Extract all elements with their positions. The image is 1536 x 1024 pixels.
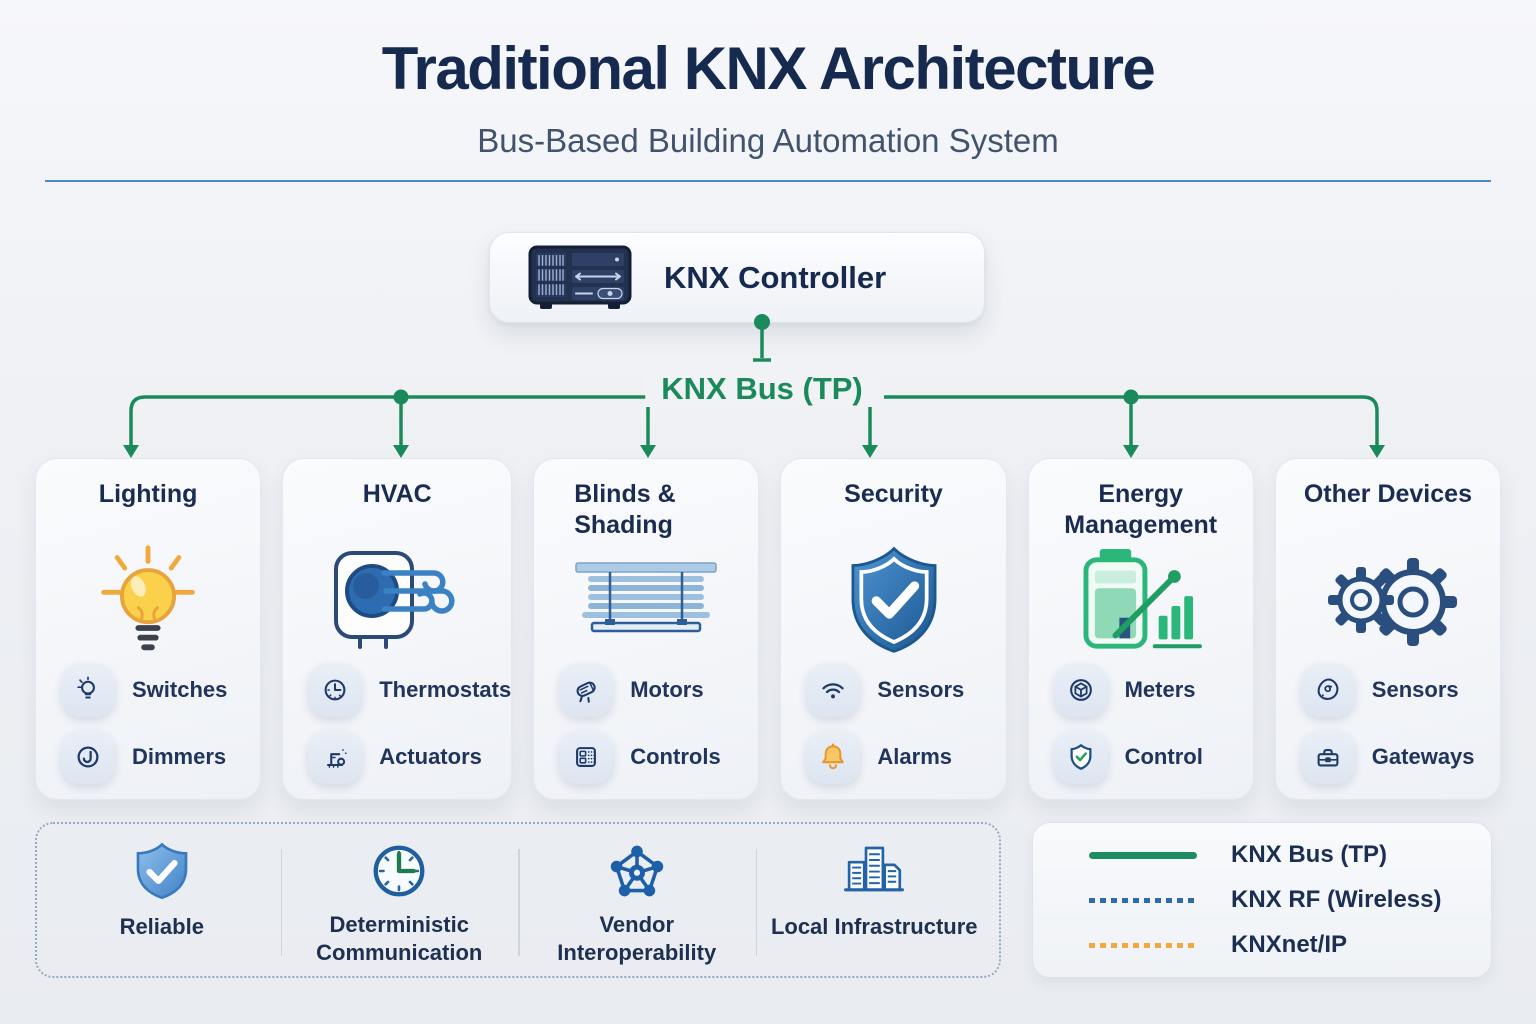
shield-small-icon	[1053, 730, 1108, 784]
knx-bus-connector	[123, 314, 1385, 458]
card-item: Sensors	[806, 662, 1005, 718]
card-title: Lighting	[98, 480, 198, 508]
item-label: Sensors	[1371, 677, 1459, 702]
legend-item-knx-rf-wireless: KNX RF (Wireless)	[1089, 886, 1491, 914]
card-blinds-shading: Blinds & Shading	[533, 458, 760, 800]
clock-badge-icon	[368, 839, 430, 903]
item-label: Actuators	[379, 744, 482, 769]
card-item: Meters	[1053, 662, 1253, 718]
feature-local-infrastructure: Local Infrastructure	[755, 839, 994, 966]
card-other-devices: Other Devices	[1274, 458, 1501, 800]
card-item: Thermostats	[308, 662, 511, 718]
card-hvac: HVAC	[282, 458, 513, 800]
page-title: Traditional KNX Architecture	[381, 35, 1156, 102]
item-label: Motors	[630, 677, 704, 702]
item-label: Sensors	[877, 677, 965, 702]
legend-box: KNX Bus (TP) KNX RF (Wireless) KNXnet/IP	[1032, 822, 1492, 978]
actuator-icon	[308, 730, 363, 784]
window-blinds-icon	[534, 544, 758, 662]
gears-icon	[1276, 541, 1500, 659]
card-item: Dimmers	[61, 729, 260, 785]
legend-swatch-solid-green	[1089, 851, 1197, 859]
card-title: Other Devices	[1303, 480, 1472, 508]
feature-label: Deterministic Communication	[316, 912, 483, 965]
card-energy-management: Energy Management	[1027, 458, 1254, 800]
legend-label: KNX RF (Wireless)	[1231, 886, 1442, 913]
item-label: Gateways	[1371, 744, 1475, 769]
card-item: Alarms	[806, 729, 1005, 785]
item-label: Controls	[630, 744, 721, 769]
shield-check-icon	[781, 541, 1005, 659]
battery-chart-icon	[1029, 544, 1253, 662]
dimmer-dial-icon	[61, 730, 115, 784]
card-item: Motors	[559, 662, 758, 718]
item-label: Alarms	[877, 744, 953, 769]
feature-deterministic-communication: Deterministic Communication	[280, 839, 519, 966]
legend-label: KNX Bus (TP)	[1231, 841, 1387, 868]
card-item: Controls	[559, 729, 758, 785]
ventilation-unit-icon	[283, 541, 511, 659]
knx-bus-label: KNX Bus (TP)	[645, 371, 879, 407]
header-divider	[45, 180, 1491, 182]
device-cards-row: Lighting	[35, 458, 1501, 800]
meter-cube-icon	[1053, 663, 1108, 717]
card-title: Blinds & Shading	[574, 480, 676, 539]
switch-bulb-icon	[61, 663, 115, 717]
features-box: Reliable Deterministic Communication	[35, 822, 1001, 978]
card-item: Sensors	[1300, 662, 1500, 718]
legend-item-knx-bus-tp: KNX Bus (TP)	[1089, 841, 1491, 869]
network-icon	[605, 839, 669, 903]
wifi-icon	[806, 663, 861, 717]
item-label: Meters	[1124, 677, 1196, 702]
card-title: Security	[844, 480, 943, 508]
legend-label: KNXnet/IP	[1231, 931, 1348, 958]
feature-label: Local Infrastructure	[770, 914, 978, 939]
card-item: Control	[1053, 729, 1253, 785]
motor-icon	[559, 663, 614, 717]
card-item: Actuators	[308, 729, 511, 785]
item-label: Switches	[132, 677, 228, 702]
card-security: Security	[780, 458, 1007, 800]
controller-label: KNX Controller	[664, 259, 887, 295]
gateway-box-icon	[1300, 730, 1355, 784]
shield-badge-icon	[130, 839, 194, 905]
lightbulb-icon	[36, 541, 260, 659]
item-label: Control	[1124, 744, 1203, 769]
buildings-icon	[842, 839, 906, 905]
legend-swatch-dotted-orange	[1089, 942, 1197, 948]
card-item: Switches	[61, 662, 260, 718]
item-label: Thermostats	[379, 677, 512, 702]
card-title: HVAC	[362, 480, 432, 508]
clock-icon	[308, 663, 363, 717]
page-subtitle: Bus-Based Building Automation System	[477, 122, 1059, 159]
card-lighting: Lighting	[35, 458, 262, 800]
card-title: Energy Management	[1064, 480, 1218, 539]
legend-item-knxnet-ip: KNXnet/IP	[1089, 931, 1491, 959]
feature-vendor-interoperability: Vendor Interoperability	[518, 839, 756, 966]
item-label: Dimmers	[132, 744, 227, 769]
legend-swatch-dotted-blue	[1089, 897, 1197, 903]
knx-controller-box: KNX Controller	[489, 232, 985, 323]
feature-reliable: Reliable	[43, 839, 281, 966]
sensor-blob-icon	[1300, 663, 1355, 717]
server-icon	[528, 245, 632, 311]
card-item: Gateways	[1300, 729, 1500, 785]
feature-label: Reliable	[119, 914, 204, 939]
feature-label: Vendor Interoperability	[557, 912, 717, 965]
keypad-icon	[559, 730, 614, 784]
bell-icon	[806, 730, 861, 784]
